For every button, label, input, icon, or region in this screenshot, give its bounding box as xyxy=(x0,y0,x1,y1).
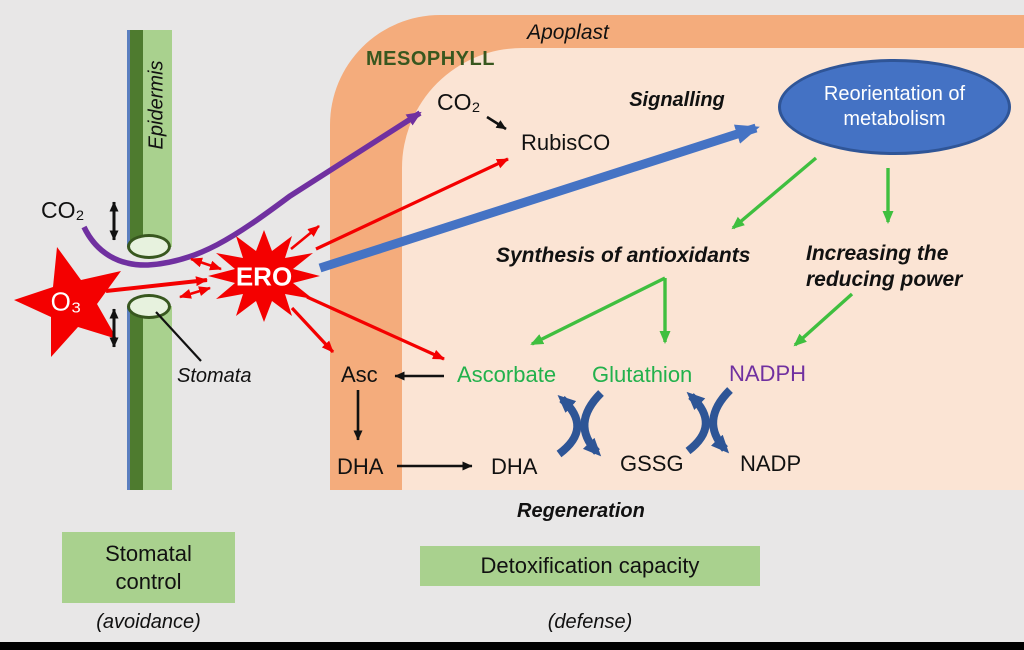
avoidance-label: (avoidance) xyxy=(96,611,201,633)
arrow-ero-up-right xyxy=(290,224,320,251)
arrow-o3-to-ero xyxy=(105,276,208,293)
dha-apoplast-label: DHA xyxy=(337,454,384,479)
co2-inside-label: CO₂ xyxy=(437,89,481,115)
stomatal-control-box: Stomatal control xyxy=(62,532,235,603)
stomata-pointer-line xyxy=(155,311,202,362)
signalling-arrow xyxy=(318,123,760,273)
increasing-line1: Increasing the xyxy=(806,242,949,265)
guard-cell-lower xyxy=(127,294,171,319)
mesophyll-label: MESOPHYLL xyxy=(366,48,495,70)
reorientation-line1: Reorientation of xyxy=(823,83,966,105)
reorientation-node: Reorientation of metabolism xyxy=(778,59,1011,155)
arrow-ero-stomata-upper xyxy=(190,257,222,271)
co2-outside-label: CO₂ xyxy=(41,197,85,223)
epidermis-lower-cell xyxy=(127,306,172,490)
arrow-ero-to-rubisco xyxy=(315,157,509,251)
arrow-ero-to-ascorbate xyxy=(306,295,445,361)
ero-label: ERO xyxy=(235,261,293,292)
asc-label: Asc xyxy=(341,362,378,387)
cycle-arrow-gssg-to-glutathion xyxy=(685,391,710,455)
arrow-synthesis-to-ascorbate xyxy=(530,276,666,346)
cycle-arrow-glutathion-to-gssg xyxy=(580,390,604,457)
epidermis-upper-cell xyxy=(127,30,172,247)
apoplast-label: Apoplast xyxy=(527,21,609,44)
arrow-co2-to-rubisco xyxy=(486,115,507,131)
arrow-reorientation-to-synthesis xyxy=(731,156,818,230)
co2-entry-arrow xyxy=(81,110,422,268)
o3-label: O₃ xyxy=(50,286,82,317)
regeneration-label: Regeneration xyxy=(517,500,645,522)
arrow-increasing-to-nadph xyxy=(793,292,854,347)
arrow-ero-stomata-lower xyxy=(179,286,211,299)
epidermis-edge-line xyxy=(127,306,130,490)
epidermis-shade-stripe xyxy=(130,306,143,490)
epidermis-edge-line xyxy=(127,30,130,247)
stomata-label: Stomata xyxy=(177,365,252,387)
defense-label: (defense) xyxy=(547,611,633,633)
signalling-label: Signalling xyxy=(629,89,725,111)
guard-cell-upper xyxy=(127,234,171,259)
ozone-star-icon xyxy=(14,247,121,357)
glutathion-label: Glutathion xyxy=(592,362,693,387)
bottom-black-bar xyxy=(0,642,1024,650)
synthesis-label: Synthesis of antioxidants xyxy=(496,244,751,267)
cycle-arrow-dha-to-ascorbate xyxy=(556,394,582,458)
epidermis-shade-stripe xyxy=(130,30,143,247)
ero-burst-icon xyxy=(208,230,320,322)
detoxification-label: Detoxification capacity xyxy=(480,553,700,578)
rubisco-label: RubisCO xyxy=(521,130,611,155)
epidermis-label: Epidermis xyxy=(145,60,168,150)
increasing-label: Increasing the reducing power xyxy=(806,241,962,293)
increasing-line2: reducing power xyxy=(806,268,963,291)
nadph-label: NADPH xyxy=(729,361,807,386)
cycle-arrow-nadph-to-nadp xyxy=(709,387,733,454)
reorientation-line2: metabolism xyxy=(843,108,946,130)
dha-cell-label: DHA xyxy=(491,454,538,479)
ascorbate-label: Ascorbate xyxy=(457,362,557,387)
stomatal-control-label: Stomatal control xyxy=(105,540,192,594)
nadp-label: NADP xyxy=(740,451,802,476)
gssg-label: GSSG xyxy=(620,451,684,476)
arrow-ero-to-asc xyxy=(290,306,335,354)
detoxification-box: Detoxification capacity xyxy=(420,546,760,586)
